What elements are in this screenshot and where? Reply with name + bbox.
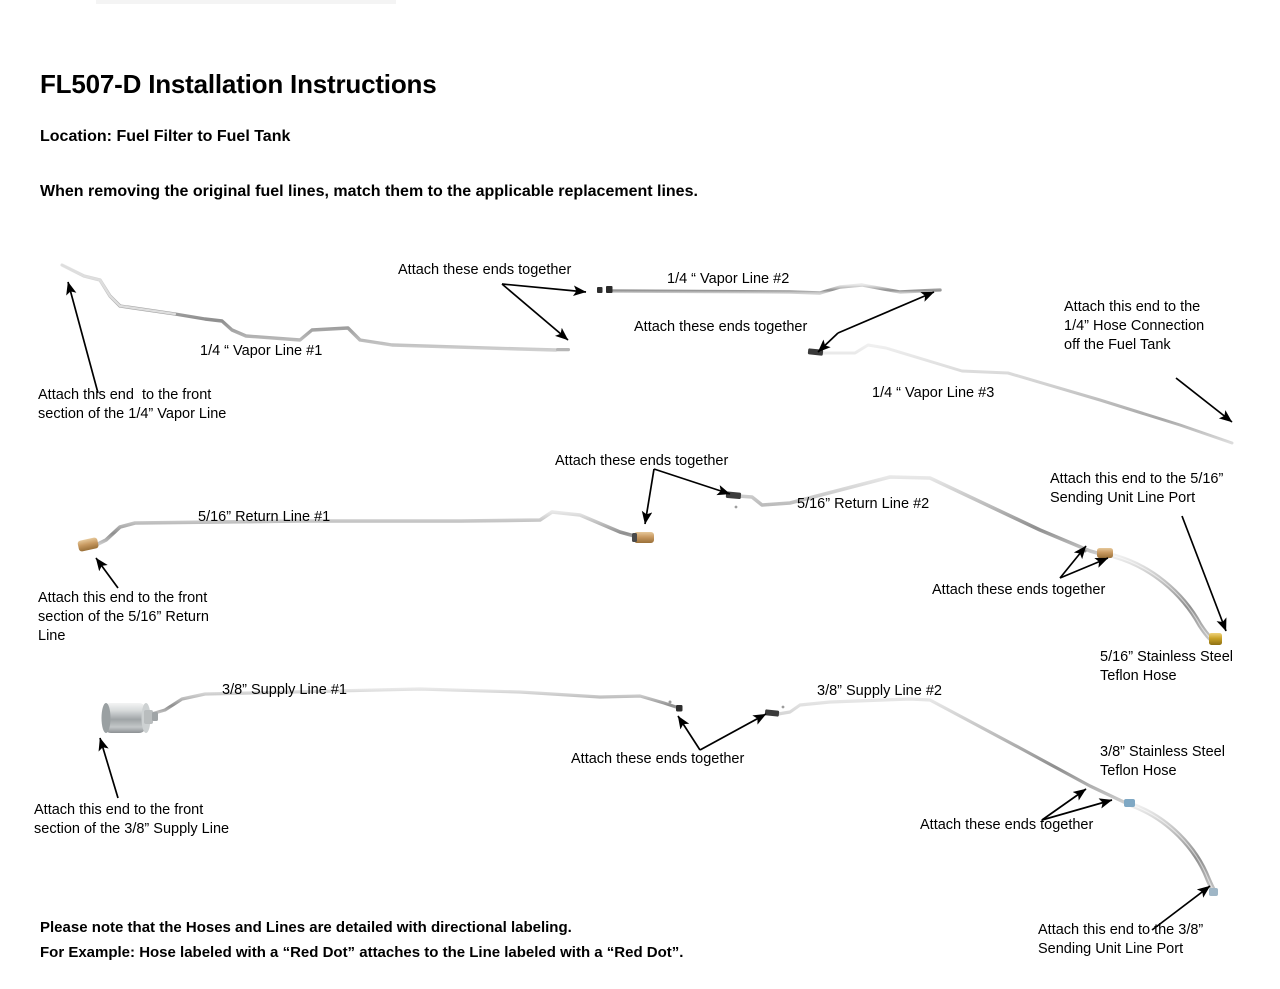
- arrow-return-attach-2b: [1059, 557, 1109, 579]
- label-supply-line-2: 3/8” Supply Line #2: [817, 683, 942, 699]
- arrow-supply-left-end: [98, 737, 119, 799]
- arrow-return-attach-2a: [1059, 545, 1087, 579]
- arrow-vapor-attach-2b: [817, 332, 839, 353]
- supply-line-2-left-connector-fitting: [764, 705, 785, 717]
- teflon-hose-516-graphic: [1083, 548, 1222, 645]
- arrow-return-left-end: [95, 557, 119, 589]
- callout-return-left-end: Attach this end to the front section of …: [38, 590, 209, 644]
- callout-vapor-attach-1: Attach these ends together: [398, 262, 572, 278]
- label-teflon-hose-516: 5/16” Stainless Steel Teflon Hose: [1100, 649, 1233, 684]
- callout-vapor-attach-2: Attach these ends together: [634, 319, 808, 335]
- teflon-hose-38-end-fitting: [1209, 888, 1218, 896]
- location-subtitle: Location: Fuel Filter to Fuel Tank: [40, 128, 291, 145]
- return-line-1-graphic: [77, 510, 654, 552]
- fuel-filter-canister: [101, 703, 158, 733]
- label-teflon-hose-38: 3/8” Stainless Steel Teflon Hose: [1100, 744, 1225, 779]
- supply-line-1-graphic: [101, 687, 683, 733]
- arrow-return-sending-unit: [1181, 515, 1227, 632]
- teflon-hose-516-gold-end-fitting: [1209, 633, 1222, 645]
- teflon-hose-516-upper-brass-fitting: [1097, 548, 1113, 558]
- label-vapor-line-3: 1/4 “ Vapor Line #3: [872, 385, 995, 401]
- callout-vapor-left-end: Attach this end to the front section of …: [38, 387, 227, 422]
- vapor-line-2-connector-fittings: [597, 286, 613, 293]
- arrow-vapor-tank-end: [1175, 377, 1233, 423]
- callout-supply-left-end: Attach this end to the front section of …: [34, 802, 230, 837]
- label-vapor-line-1: 1/4 “ Vapor Line #1: [200, 343, 323, 359]
- callout-return-attach-2: Attach these ends together: [932, 582, 1106, 598]
- footer-note-line-2: For Example: Hose labeled with a “Red Do…: [40, 944, 684, 961]
- arrow-supply-attach-1b: [699, 713, 767, 751]
- supply-line-2-graphic: [764, 697, 1130, 806]
- label-return-line-2: 5/16” Return Line #2: [797, 496, 930, 512]
- teflon-hose-38-graphic: [1124, 799, 1218, 896]
- arrow-supply-attach-2a: [1041, 788, 1087, 821]
- arrow-return-attach-1a: [641, 468, 655, 525]
- return-line-1-right-brass-fitting: [632, 532, 654, 543]
- teflon-hose-38-blue-band: [1124, 799, 1135, 807]
- arrow-vapor-attach-2a: [837, 291, 935, 334]
- arrow-return-attach-1b: [653, 468, 731, 496]
- return-line-1-left-brass-fitting: [77, 537, 99, 552]
- callout-supply-attach-2: Attach these ends together: [920, 817, 1094, 833]
- arrow-supply-attach-1a: [677, 715, 701, 751]
- label-vapor-line-2: 1/4 “ Vapor Line #2: [667, 271, 790, 287]
- arrow-vapor-attach-1a: [501, 283, 587, 297]
- footer-note-line-1: Please note that the Hoses and Lines are…: [40, 919, 572, 936]
- arrow-supply-attach-2b: [1041, 798, 1113, 821]
- callout-supply-attach-1: Attach these ends together: [571, 751, 745, 767]
- vapor-line-1-end-fitting: [556, 348, 570, 352]
- page-title: FL507-D Installation Instructions: [40, 69, 437, 99]
- vapor-line-1-graphic: [60, 263, 570, 352]
- vapor-line-2-graphic: [597, 283, 942, 295]
- arrow-vapor-left-end: [66, 281, 99, 394]
- callout-vapor-tank-end: Attach this end to the 1/4” Hose Connect…: [1064, 299, 1205, 353]
- scan-artifact-strip: [96, 0, 396, 4]
- arrow-vapor-attach-1b: [501, 283, 569, 341]
- arrow-supply-sending-unit: [1151, 885, 1211, 931]
- lead-instruction: When removing the original fuel lines, m…: [40, 183, 698, 200]
- callout-return-sending-unit: Attach this end to the 5/16” Sending Uni…: [1050, 471, 1224, 506]
- label-supply-line-1: 3/8” Supply Line #1: [222, 682, 347, 698]
- label-return-line-1: 5/16” Return Line #1: [198, 509, 331, 525]
- supply-line-1-end-fitting: [668, 700, 683, 712]
- callout-return-attach-1: Attach these ends together: [555, 453, 729, 469]
- callout-supply-sending-unit: Attach this end to the 3/8” Sending Unit…: [1038, 922, 1204, 957]
